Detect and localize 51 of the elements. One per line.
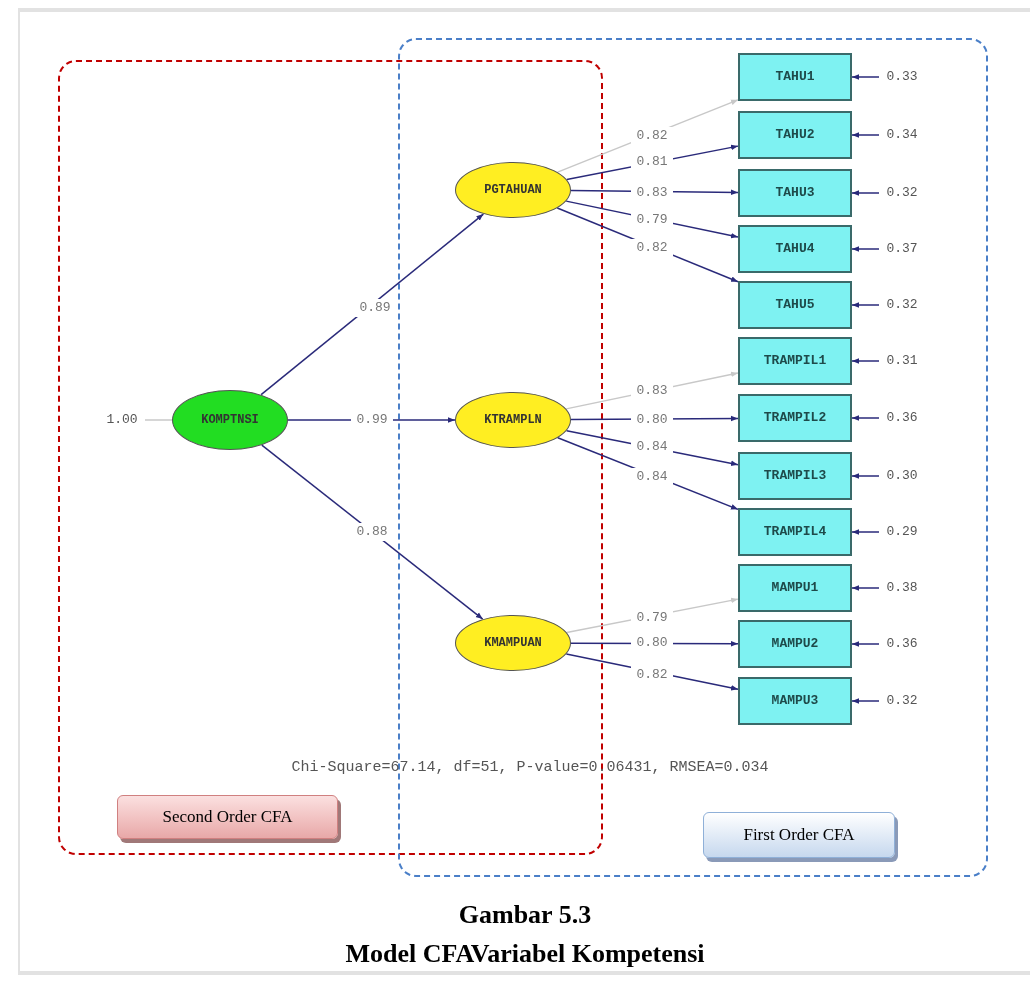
- error-variance-value: 0.33: [879, 67, 925, 87]
- error-variance-value: 0.32: [879, 183, 925, 203]
- path-arrow: [851, 529, 880, 535]
- observed-variable-box: MAMPU3: [738, 677, 852, 725]
- observed-variable-box: MAMPU2: [738, 620, 852, 668]
- error-variance-value: 0.37: [879, 239, 925, 259]
- observed-variable-box: TAHU1: [738, 53, 852, 101]
- fit-statistics-text: Chi-Square=67.14, df=51, P-value=0.06431, RMSEA=0.034: [290, 758, 770, 778]
- path-arrow: [851, 132, 880, 138]
- edge-label: 0.81: [631, 153, 673, 171]
- observed-variable-box: MAMPU1: [738, 564, 852, 612]
- error-variance-value: 0.29: [879, 522, 925, 542]
- path-arrow: [851, 246, 880, 252]
- error-variance-value: 0.34: [879, 125, 925, 145]
- observed-variable-box: TAHU5: [738, 281, 852, 329]
- latent-variable-ellipse: KTRAMPLN: [455, 392, 571, 448]
- path-arrow: [851, 641, 880, 647]
- path-arrow: [851, 585, 880, 591]
- observed-variable-box: TRAMPIL4: [738, 508, 852, 556]
- latent-variable-ellipse: KOMPTNSI: [172, 390, 288, 450]
- edge-label: 0.84: [631, 438, 673, 456]
- figure-number: Gambar 5.3: [457, 899, 593, 931]
- error-variance-value: 0.31: [879, 351, 925, 371]
- figure-caption: Model CFAVariabel Kompetensi: [344, 938, 706, 970]
- observed-variable-box: TAHU2: [738, 111, 852, 159]
- latent-variable-ellipse: KMAMPUAN: [455, 615, 571, 671]
- error-variance-value: 0.36: [879, 408, 925, 428]
- path-arrow: [851, 698, 880, 704]
- path-arrow: [851, 190, 880, 196]
- error-variance-value: 1.00: [99, 410, 145, 430]
- path-arrow: [851, 358, 880, 364]
- error-variance-value: 0.38: [879, 578, 925, 598]
- edge-label: 0.84: [631, 468, 673, 486]
- path-arrow: [261, 444, 484, 620]
- path-arrow: [260, 213, 485, 396]
- edge-label: 0.82: [631, 239, 673, 257]
- path-arrow: [851, 415, 880, 421]
- observed-variable-box: TAHU3: [738, 169, 852, 217]
- observed-variable-box: TRAMPIL1: [738, 337, 852, 385]
- observed-variable-box: TRAMPIL2: [738, 394, 852, 442]
- observed-variable-box: TAHU4: [738, 225, 852, 273]
- error-variance-value: 0.32: [879, 295, 925, 315]
- observed-variable-box: TRAMPIL3: [738, 452, 852, 500]
- error-variance-value: 0.36: [879, 634, 925, 654]
- error-variance-value: 0.30: [879, 466, 925, 486]
- latent-variable-ellipse: PGTAHUAN: [455, 162, 571, 218]
- edge-label: 0.82: [631, 127, 673, 145]
- path-arrow: [851, 74, 880, 80]
- path-arrow: [851, 473, 880, 479]
- path-arrow: [851, 302, 880, 308]
- error-variance-value: 0.32: [879, 691, 925, 711]
